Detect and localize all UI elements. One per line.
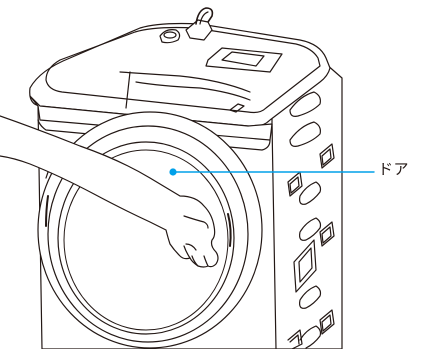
washer-top-panel <box>30 8 330 126</box>
door-label: ドア <box>378 158 409 179</box>
